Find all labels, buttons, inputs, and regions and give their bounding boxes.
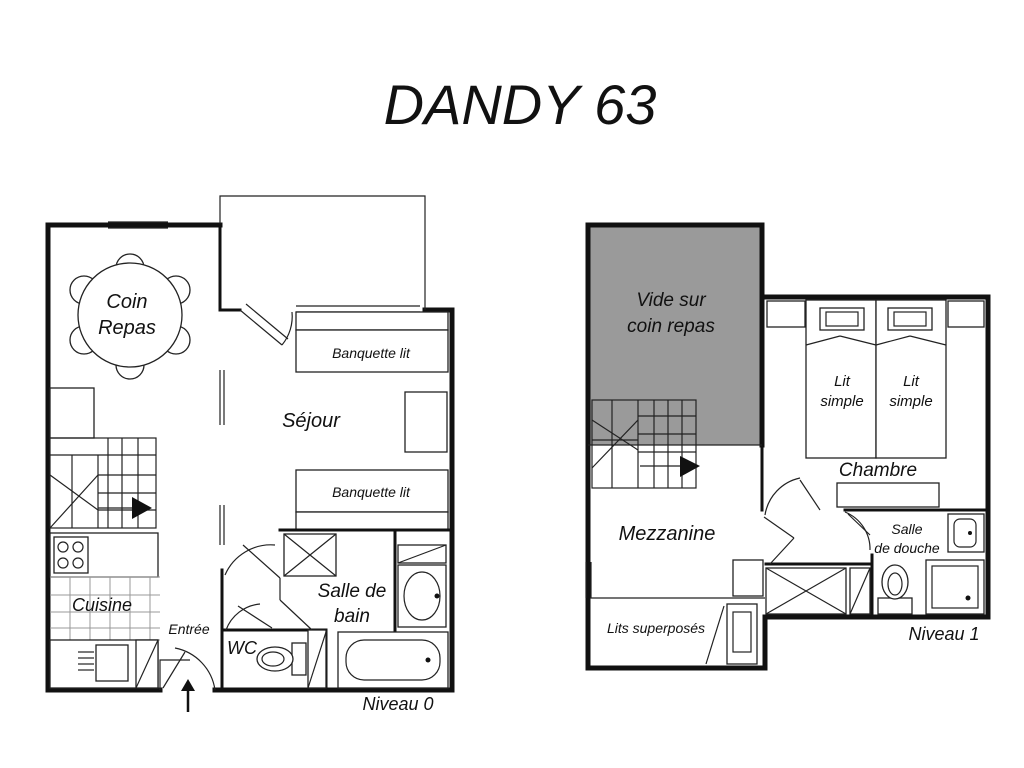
- stairs-arrow-icon-level-1: [680, 456, 700, 477]
- room-label-banquette-2: Banquette lit: [332, 484, 411, 500]
- room-label-lit1-1: Lit: [834, 373, 851, 390]
- room-label-lits-superposes: Lits superposés: [607, 620, 705, 636]
- room-label-banquette-1: Banquette lit: [332, 345, 411, 361]
- level-0-label: Niveau 0: [362, 694, 433, 714]
- kitchen-counter: [49, 532, 160, 689]
- toilet-icon-level-1: [877, 564, 913, 615]
- room-label-lit2-2: simple: [889, 393, 932, 410]
- up-arrow-icon: [181, 679, 195, 712]
- room-label-cuisine: Cuisine: [72, 595, 132, 615]
- room-label-salle-douche-1: Salle: [891, 521, 922, 537]
- banquette-lit-2: [295, 469, 449, 531]
- room-label-lit2-1: Lit: [903, 373, 920, 390]
- level-1: Vide sur coin repas Mezzanine: [585, 222, 991, 671]
- shower-tray: [283, 533, 337, 577]
- staircase-level-0: [49, 437, 157, 529]
- stairs-arrow-icon: [132, 497, 152, 519]
- void-area: [588, 225, 762, 445]
- room-label-salle-bain-2: bain: [334, 606, 370, 627]
- room-label-salle-douche-2: de douche: [874, 540, 940, 556]
- bathtub-icon: [337, 631, 449, 689]
- room-label-lit1-2: simple: [820, 393, 863, 410]
- washbasin-icon-level-1: [947, 513, 985, 553]
- room-label-wc: WC: [227, 638, 258, 658]
- room-label-mezzanine: Mezzanine: [619, 523, 716, 545]
- room-label-vide-2: coin repas: [627, 316, 715, 337]
- sink-icon: [78, 644, 129, 682]
- dining-table: [69, 253, 191, 380]
- room-label-vide-1: Vide sur: [636, 290, 706, 311]
- room-label-salle-bain-1: Salle de: [318, 581, 387, 602]
- banquette-lit-1: [295, 311, 449, 373]
- bed-left: [805, 299, 877, 459]
- landing-cupboard: [765, 567, 847, 615]
- room-label-coin-repas-2: Repas: [98, 317, 156, 339]
- room-label-chambre: Chambre: [839, 460, 917, 481]
- room-label-entree: Entrée: [168, 621, 209, 637]
- room-label-sejour: Séjour: [282, 410, 341, 432]
- plan-title: DANDY 63: [384, 73, 657, 136]
- room-label-coin-repas-1: Coin: [106, 291, 147, 313]
- level-0: Coin Repas: [45, 195, 455, 714]
- bed-right: [875, 299, 947, 459]
- cooktop-icon: [53, 536, 89, 574]
- washbasin-icon: [397, 564, 447, 628]
- level-1-label: Niveau 1: [908, 624, 979, 644]
- shower-icon-level-1: [925, 559, 985, 615]
- toilet-icon: [256, 642, 307, 676]
